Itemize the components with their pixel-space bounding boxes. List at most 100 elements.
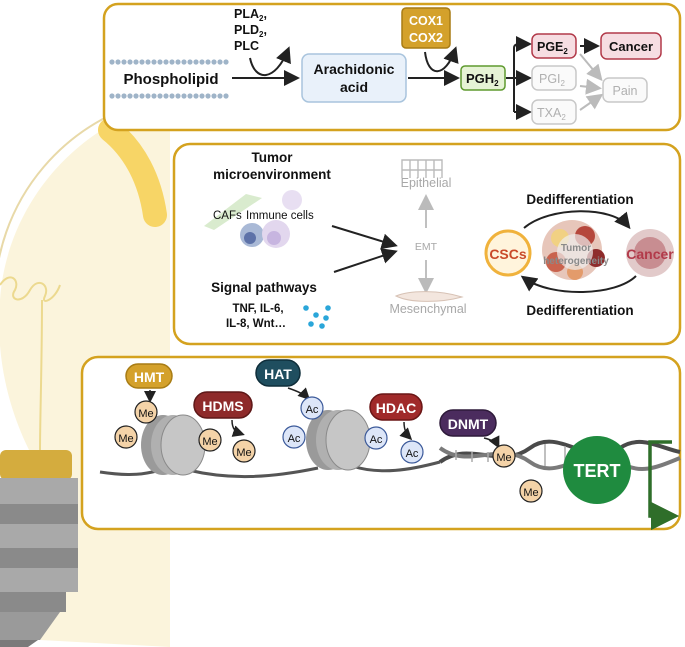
lipid-head [187,93,193,99]
dedifferentiation-top: Dedifferentiation [526,192,633,207]
cancer-cell [626,229,674,277]
lipid-head [187,59,193,65]
lipid-head [193,93,199,99]
lipid-head [121,93,127,99]
cytokines-line1: TNF, IL-6, [232,303,283,315]
mesenchymal-label: Mesenchymal [389,302,466,316]
me-label-hmt: Me [138,408,153,420]
pgi2-box [531,65,577,91]
hdms-enzyme [193,391,253,419]
hdac-enzyme [369,393,423,421]
me-mark-left [114,425,138,449]
lipid-head [181,59,187,65]
heterogeneity-line2: heterogeneity [543,256,609,267]
txa2-box [531,99,577,125]
lipid-head [175,93,181,99]
lipid-head [151,93,157,99]
ac-label-top: Ac [306,404,319,416]
lipid-head [139,59,145,65]
lipid-head [169,59,175,65]
tumor-microenv-line1: Tumor [252,150,294,165]
cscs-cell [484,229,532,277]
cycle-arrow-top [523,210,631,230]
panel-plasticity [172,142,682,346]
lipid-head [217,93,223,99]
arrow-cox-curve [424,46,459,73]
lipid-head [109,59,115,65]
emt-label: EMT [415,241,438,253]
lipid-head [121,59,127,65]
cells-illustration [204,190,302,248]
hmt-label: HMT [134,369,165,385]
tert-label: TERT [574,461,621,481]
me-mark-dna-bottom [519,479,543,503]
lipid-head [157,93,163,99]
lipid-head [163,59,169,65]
lipid-head [127,93,133,99]
me-label-right: Me [202,436,217,448]
me-mark-hmt [134,400,158,424]
phospholipid-membrane: Phospholipid [109,59,230,99]
lipid-head [175,59,181,65]
pge2-label: PGE2 [537,40,568,56]
mesenchymal-cell [394,291,464,302]
lipid-head [163,93,169,99]
ac-mark-right [364,426,388,450]
bulb-filament [0,276,61,451]
cytokine-dots [303,305,331,329]
arachidonic-label-line2: acid [340,79,368,95]
lipid-head [127,59,133,65]
pgh2-box [460,65,506,91]
dedifferentiation-bottom: Dedifferentiation [526,303,633,318]
tumor-microenv-line2: microenvironment [213,167,331,182]
dnmt-enzyme [439,409,497,437]
pge2-box [531,33,577,59]
ac-mark-released [400,440,424,464]
lipid-head [133,59,139,65]
bulb-base [0,478,78,647]
lipid-head [223,93,229,99]
me-label-dna-bottom: Me [523,487,538,499]
cycle-arrow-bottom [520,275,637,293]
arachidonic-acid-box [301,53,407,103]
lipid-head [157,59,163,65]
cox-box [401,7,451,49]
lipid-head [151,59,157,65]
heterogeneity-line1: Tumor [561,243,591,254]
me-mark-right [198,428,222,452]
arrow-enzyme-curve [249,46,291,77]
cox1-label: COX1 [409,14,443,28]
pgh2-label: PGH2 [466,71,499,88]
bulb-highlight [98,118,167,227]
lipid-head [199,59,205,65]
enzyme-plc: PLC [234,39,259,53]
signal-pathways-label: Signal pathways [211,280,317,295]
cancer-box-top [600,32,662,60]
tumor-heterogeneity-cluster [542,220,605,280]
lipid-head [211,93,217,99]
me-label-dna-top: Me [496,452,511,464]
lipid-head [145,59,151,65]
cscs-label: CSCs [489,246,527,262]
me-mark-dna-top [492,444,516,468]
me-label-left: Me [118,433,133,445]
lipid-head [193,59,199,65]
arrow-signal-to-emt [333,248,398,273]
arrow-pge2-to-pain [579,53,603,82]
hdms-label: HDMS [202,398,243,414]
lipid-head [133,93,139,99]
hmt-enzyme [125,363,173,389]
cytokines-line2: IL-8, Wnt… [226,318,286,330]
branch-arrows [506,48,515,112]
hdac-label: HDAC [376,400,416,416]
ac-mark-top [300,396,324,420]
cancer-label-top: Cancer [609,39,653,54]
ac-mark-left [282,425,306,449]
enzyme-pld2: PLD2, [234,23,267,39]
pain-label: Pain [612,84,637,98]
me-mark-released [232,439,256,463]
phospholipid-label: Phospholipid [124,71,219,88]
nucleosome-left [141,414,206,476]
lipid-head [205,59,211,65]
